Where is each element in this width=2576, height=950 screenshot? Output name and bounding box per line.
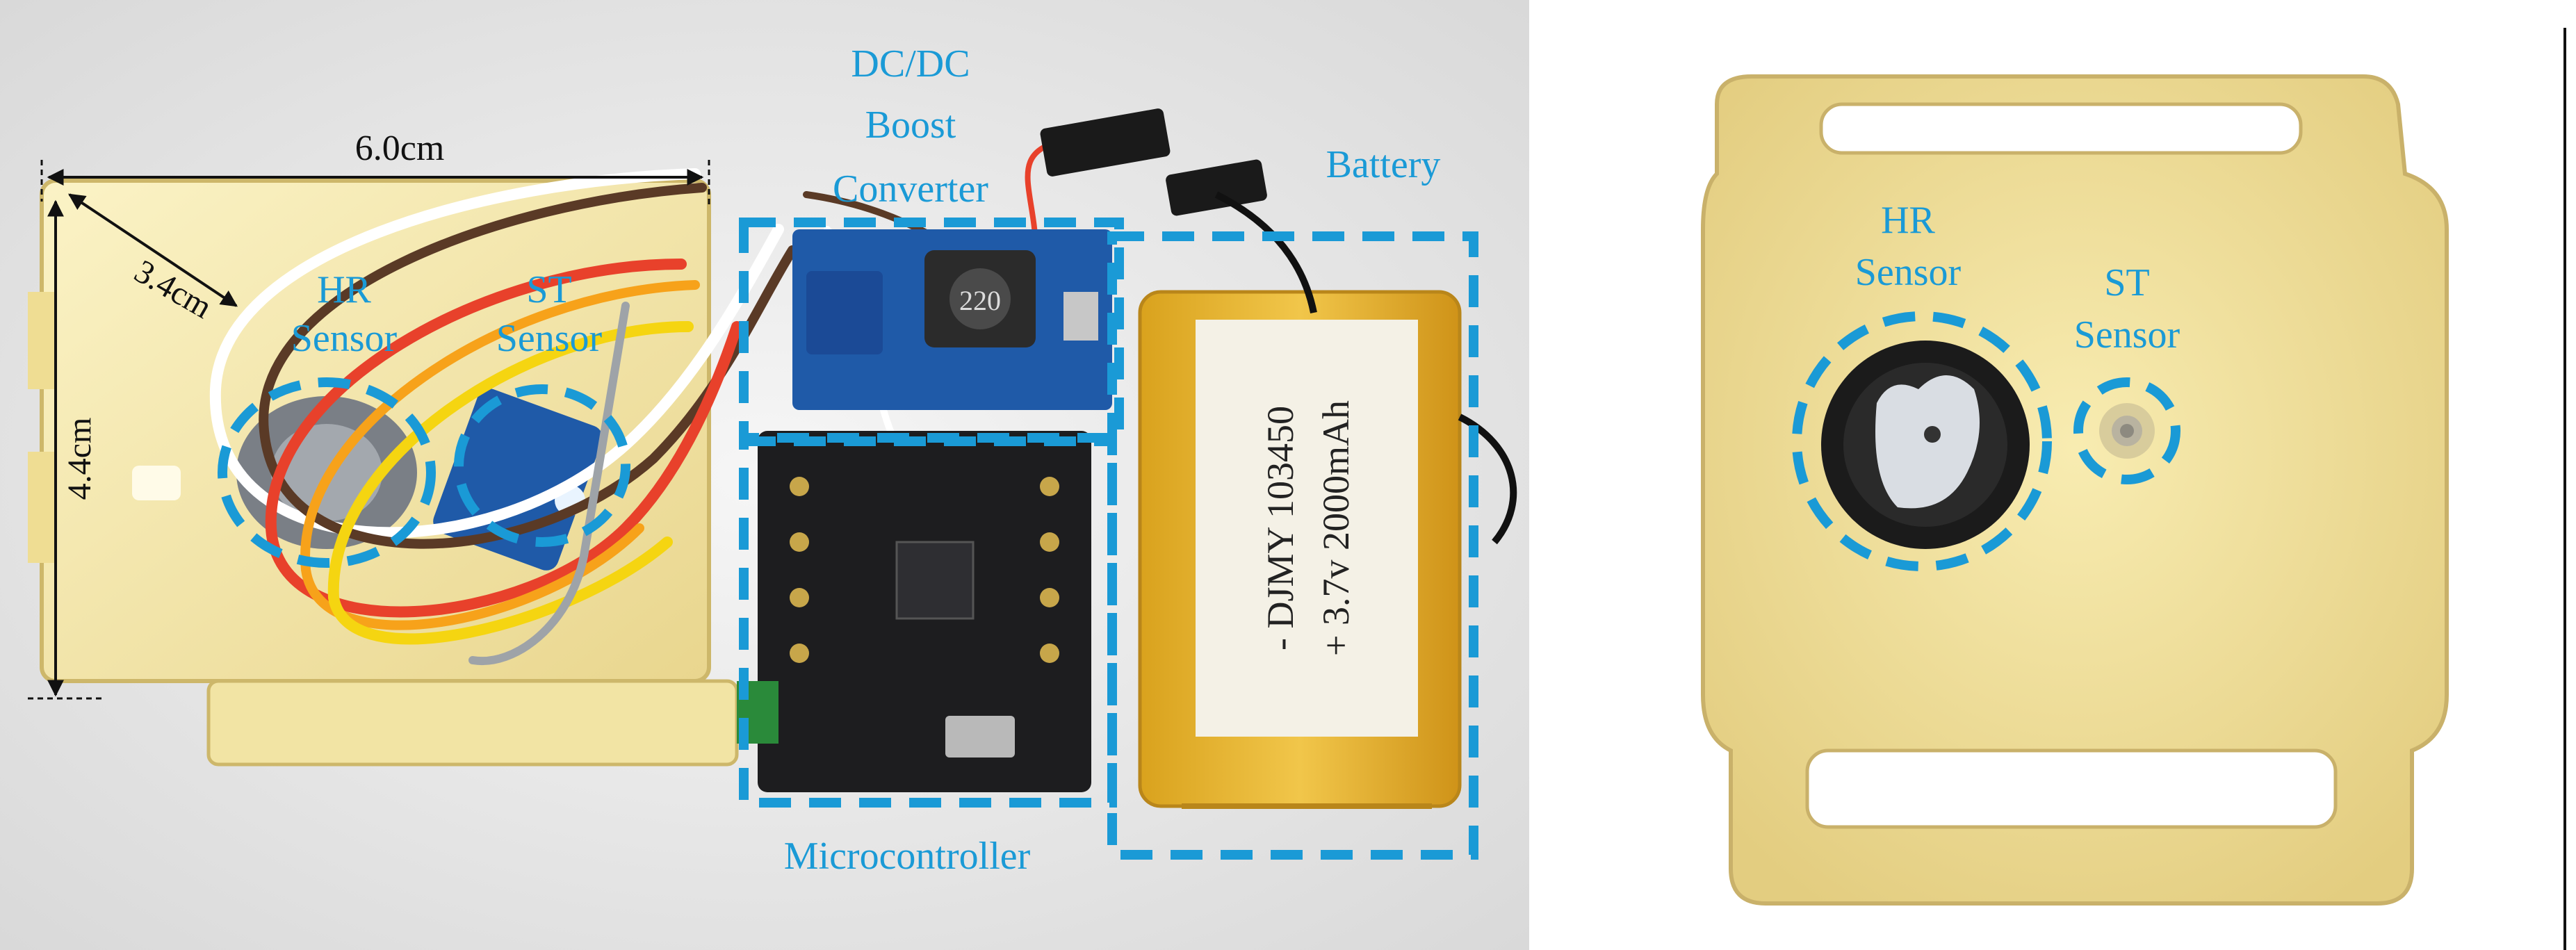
microcontroller-label: Microcontroller (784, 835, 1031, 878)
st-sensor-window (2099, 403, 2155, 459)
inductor-marking: 220 (959, 285, 1001, 316)
hr-label-line2: Sensor (291, 317, 398, 360)
right-st-label-line1: ST (2104, 261, 2149, 304)
dcdc-label-line2: Boost (865, 104, 956, 147)
dimension-height-label: 4.4cm (61, 418, 98, 500)
annotation-outlines (218, 218, 1478, 860)
dcdc-converter-board: 220 (792, 229, 1112, 410)
dimension-height: 4.4cm (28, 199, 104, 700)
annotation-labels: HR Sensor ST Sensor DC/DC Boost Converte… (291, 42, 1441, 878)
right-photo: HR Sensor ST Sensor (1613, 0, 2572, 950)
dimension-width-label: 6.0cm (355, 129, 445, 168)
battery-cell: - DJMY 103450 + 3.7v 2000mAh (1138, 290, 1462, 809)
dcdc-outline (739, 218, 1124, 443)
right-st-outline (2073, 377, 2180, 484)
microcontroller-outline (739, 436, 1117, 808)
right-hr-outline (1792, 311, 2052, 571)
dimension-width: 6.0cm (40, 129, 710, 208)
hr-sensor-window (1821, 341, 2030, 549)
right-hr-label-line2: Sensor (1855, 251, 1962, 294)
dcdc-label-line1: DC/DC (851, 42, 970, 85)
battery-label: Battery (1326, 143, 1441, 186)
dcdc-label-line3: Converter (833, 167, 988, 211)
right-st-label-line2: Sensor (2074, 313, 2180, 357)
st-sensor-outline (454, 384, 630, 547)
battery-print-line2: + 3.7v 2000mAh (1315, 400, 1357, 656)
left-photo: 220 - DJMY 103450 + 3.7v 2000mA (0, 0, 1529, 950)
microcontroller-board (737, 431, 1091, 792)
st-label-line2: Sensor (496, 317, 603, 360)
panel-divider (1529, 0, 1613, 950)
battery-connector (1040, 108, 1517, 545)
right-hr-label-line1: HR (1881, 199, 1935, 242)
hr-sensor-outline (218, 377, 436, 568)
closed-case (1701, 74, 2449, 906)
hr-label-line1: HR (317, 268, 371, 311)
st-label-line1: ST (526, 268, 571, 311)
battery-print-line1: - DJMY 103450 (1260, 406, 1301, 650)
right-annotation-labels: HR Sensor ST Sensor (1855, 199, 2180, 357)
battery-outline (1107, 231, 1478, 860)
right-annotation-outlines (1792, 311, 2180, 571)
